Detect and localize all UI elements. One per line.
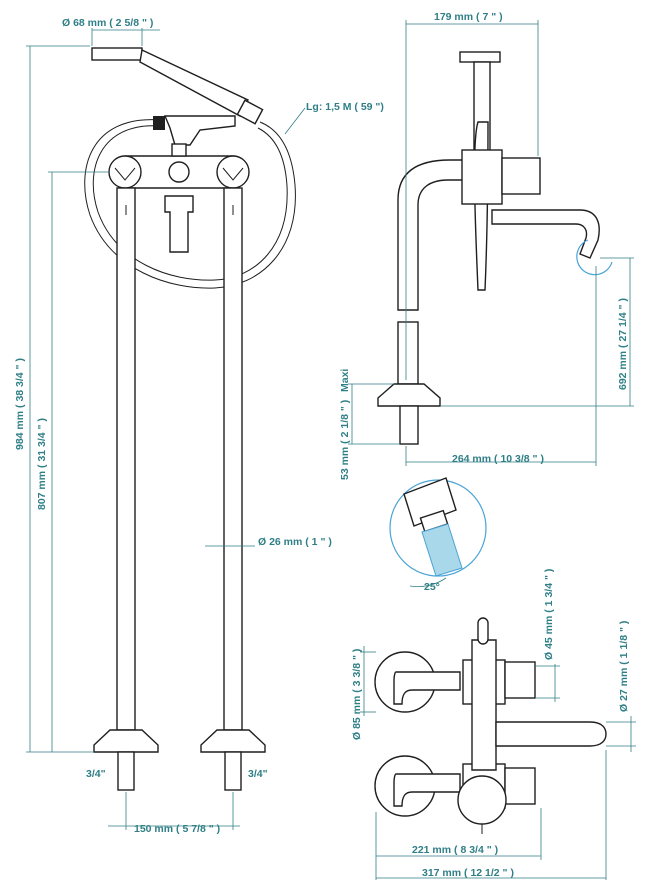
total-height-label: 984 mm ( 38 3/4 " ) — [14, 358, 26, 450]
top-lower-handle — [504, 767, 536, 805]
top-lower-disc — [457, 775, 507, 825]
water-jet — [421, 523, 463, 577]
diverter-stem — [171, 143, 187, 157]
angle-arc — [409, 577, 447, 587]
thread-right-label: 3/4" — [248, 768, 268, 780]
top-upper-arm — [393, 671, 461, 705]
spout-offset-label: Ø 45 mm ( 1 3/4 " ) — [543, 569, 555, 660]
angle-label: 25° — [424, 581, 440, 593]
side-dimensions — [348, 20, 634, 466]
left-handle — [108, 155, 142, 189]
spout-height-label: 692 mm ( 27 1/4 " ) — [617, 298, 629, 390]
detail-circle — [389, 479, 487, 577]
spout-detail-circle — [576, 239, 613, 276]
right-handle-mark — [222, 167, 244, 181]
side-left-pipe — [397, 159, 471, 311]
shower-holder — [163, 115, 236, 146]
diverter — [168, 161, 190, 183]
top-column — [471, 639, 497, 771]
right-riser — [223, 187, 243, 731]
centers-label: 150 mm ( 5 7/8 " ) — [134, 823, 220, 835]
spout-pipe-label: Ø 27 mm ( 1 1/8 " ) — [618, 621, 630, 712]
overall-width-label: 317 mm ( 12 1/2 " ) — [422, 867, 514, 879]
side-width-label: 179 mm ( 7 " ) — [434, 11, 503, 23]
angle-detail — [389, 477, 487, 587]
base-height-label: 53 mm ( 2 1/8 " ) — [339, 400, 351, 480]
shower-hose — [84, 119, 296, 289]
shower-hose-inner — [92, 125, 288, 281]
front-view — [84, 47, 296, 791]
top-spout — [495, 721, 607, 747]
side-thread — [399, 405, 419, 445]
side-spout — [491, 209, 600, 259]
top-view — [374, 617, 607, 834]
side-lower-pipe — [397, 321, 419, 385]
side-body — [461, 149, 503, 205]
riser-height-label: 807 mm ( 31 3/4 " ) — [36, 418, 48, 510]
left-base — [93, 729, 159, 753]
side-base — [377, 383, 441, 407]
hose-length-label: Lg: 1,5 M ( 59 ") — [306, 101, 384, 113]
front-spout — [164, 195, 194, 253]
hose-nut — [153, 116, 165, 130]
left-riser — [116, 187, 136, 731]
top-width-label: 221 mm ( 8 3/4 " ) — [412, 844, 498, 856]
top-upper-handle — [504, 661, 536, 699]
left-handle-mark — [114, 167, 136, 181]
tube-diameter-label: Ø 26 mm ( 1 " ) — [258, 536, 332, 548]
top-dimensions — [360, 646, 636, 880]
shower-diameter-label: Ø 68 mm ( 2 5/8 " ) — [62, 17, 153, 29]
maxi-label: Maxi — [339, 369, 351, 392]
shower-handle — [139, 48, 249, 117]
handle-diameter-label: Ø 85 mm ( 3 3/8 " ) — [351, 649, 363, 740]
side-shower-head — [459, 51, 501, 63]
spout-reach-label: 264 mm ( 10 3/8 " ) — [452, 453, 544, 465]
top-lower-arm — [393, 773, 461, 807]
right-handle — [216, 155, 250, 189]
side-hose-riser — [473, 121, 489, 291]
side-handle — [501, 157, 541, 195]
right-thread — [224, 751, 242, 791]
left-thread — [117, 751, 135, 791]
thread-left-label: 3/4" — [86, 768, 106, 780]
right-base — [200, 729, 266, 753]
shower-head — [91, 47, 143, 61]
front-dimensions — [26, 28, 306, 830]
side-view — [377, 51, 613, 445]
handle-end — [236, 99, 264, 125]
top-column-cap — [477, 617, 489, 645]
